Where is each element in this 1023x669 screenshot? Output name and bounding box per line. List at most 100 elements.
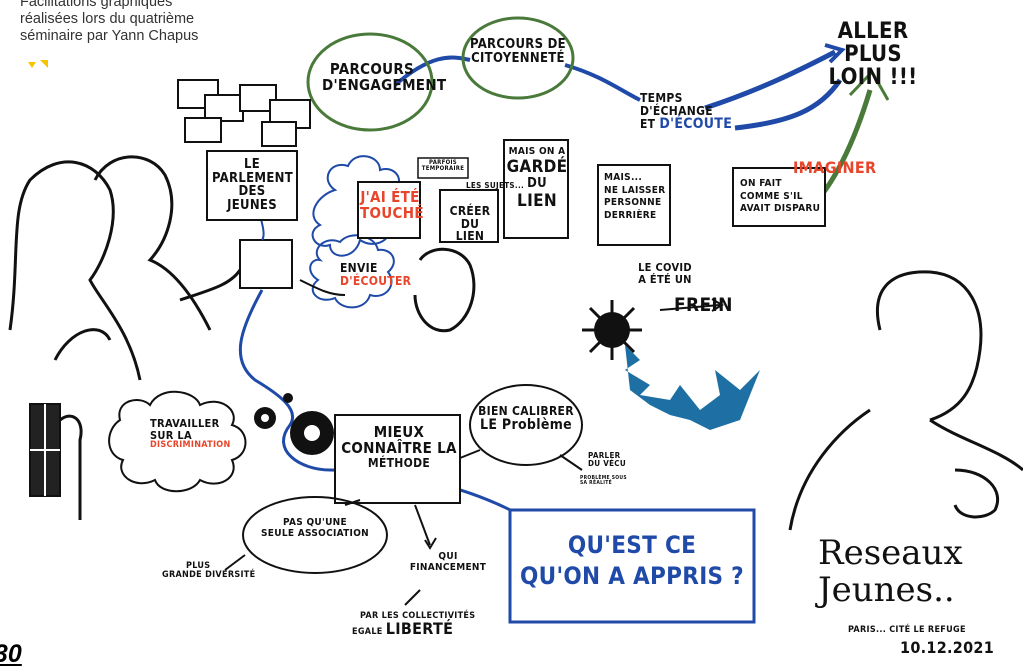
node-reseaux: Reseaux Jeunes..: [818, 533, 963, 611]
node-text: D'ENGAGEMENT: [322, 75, 447, 94]
node-text: AVAIT DISPARU: [740, 203, 821, 214]
node-text: COMME S'IL: [740, 190, 803, 202]
node-text: Reseaux: [818, 533, 963, 573]
node-text: ET: [640, 117, 656, 132]
node-text: DERRIÈRE: [604, 209, 657, 221]
node-text: PLUS: [186, 561, 211, 571]
node-small-note: PARFOIS TEMPORAIRE: [418, 159, 468, 173]
node-bien-calibrer: BIEN CALIBRER LE Problème: [478, 405, 574, 432]
node-qui-financement: QUI FINANCEMENT: [408, 551, 488, 573]
circle-engagement: [306, 32, 434, 132]
node-text: SEULE ASSOCIATION: [261, 527, 369, 539]
node-temps-echange: TEMPS D'ÉCHANGE ET D'ÉCOUTE: [640, 92, 750, 132]
person-left-2: [93, 155, 212, 331]
node-aller-plus-loin: ALLER PLUS LOIN !!!: [808, 20, 938, 89]
node-plus-diversite: PLUS GRANDE DIVERSITÉ: [162, 561, 256, 581]
node-text: DU: [527, 176, 547, 192]
node-text: PERSONNE: [604, 197, 662, 208]
arrow-aller-plus-loin: [704, 49, 837, 111]
node-text: MAIS...: [604, 172, 643, 183]
node-par-collectivites: PAR LES COLLECTIVITÉS EGALE LIBERTÉ: [352, 611, 475, 639]
gear-icon-tiny: [283, 393, 293, 403]
node-text: MÉTHODE: [367, 455, 431, 470]
gear-icon-small: [254, 407, 276, 429]
node-text: MIEUX: [373, 423, 425, 441]
node-text: LOIN !!!: [828, 65, 918, 91]
node-on-fait: ON FAIT COMME S'IL AVAIT DISPARU: [740, 178, 824, 216]
node-text: Jeunes..: [818, 570, 955, 611]
node-text: PARFOIS: [428, 159, 457, 166]
node-parler-vecu: PARLER DU VÉCU: [588, 451, 626, 469]
node-parcours-engagement: PARCOURS D'ENGAGEMENT: [322, 60, 447, 94]
node-text: ALLER PLUS: [837, 19, 909, 68]
node-envie: ENVIE D'ÉCOUTER: [340, 262, 411, 287]
node-creer-lien: CRÉER DU LIEN: [442, 205, 498, 243]
box-question: [508, 508, 756, 624]
node-text: LIEN: [517, 190, 557, 211]
person-window: [59, 414, 83, 520]
node-question: QU'EST CE QU'ON A APPRIS ?: [512, 530, 752, 592]
node-text: CRÉER DU: [449, 204, 491, 231]
node-text: LE PARLEMENT: [212, 157, 293, 186]
page-number: 30: [0, 640, 22, 668]
node-text: PARLER: [588, 451, 621, 460]
node-accent: DISCRIMINATION: [150, 440, 231, 451]
node-parlement: LE PARLEMENT DES JEUNES: [206, 150, 298, 221]
node-text: GRANDE DIVERSITÉ: [162, 570, 256, 581]
node-text: ON FAIT: [740, 178, 782, 189]
node-text: FINANCEMENT: [409, 561, 487, 573]
node-text: QUI: [438, 551, 458, 562]
covid-virus-icon: [582, 300, 642, 360]
node-text: MAIS ON A: [508, 146, 566, 157]
node-text: SUR LA: [150, 428, 192, 442]
node-text: PAS QU'UNE: [283, 517, 347, 528]
node-text: LIEN: [455, 229, 485, 244]
node-text: TEMPS D'ÉCHANGE: [640, 91, 713, 118]
caption-line-3: séminaire par Yann Chapus: [20, 28, 199, 44]
node-text: ENVIE: [340, 261, 378, 275]
node-mieux-connaitre: MIEUX CONNAÎTRE LA MÉTHODE: [340, 423, 458, 470]
cloud-travailler: [108, 390, 247, 493]
node-text: NE LAISSER: [604, 184, 666, 196]
yellow-marker-icon: [28, 62, 36, 68]
node-text: TEMPORAIRE: [421, 165, 465, 173]
node-text: PARCOURS: [329, 60, 415, 78]
node-pas-qu-une: PAS QU'UNE SEULE ASSOCIATION: [250, 517, 380, 539]
circle-pas-qu-une: [242, 496, 388, 574]
node-text: PARCOURS DE: [470, 37, 566, 52]
yellow-marker-icon-2: [40, 60, 48, 68]
node-accent: LIBERTÉ: [385, 619, 454, 639]
node-parcours-citoyennete: PARCOURS DE CITOYENNETÉ: [470, 38, 566, 65]
node-text: TRAVAILLER: [150, 417, 220, 430]
node-date: 10.12.2021: [900, 638, 995, 657]
node-accent: D'ÉCOUTER: [340, 273, 412, 288]
node-text: LE COVID: [638, 261, 692, 274]
caption-line-1: Facilitations graphiques: [20, 0, 173, 10]
node-text: QU'EST CE: [567, 531, 697, 559]
node-mais-ne-laisser: MAIS... NE LAISSER PERSONNE DERRIÈRE: [604, 172, 670, 222]
node-les-sujets: LES SUJETS...: [466, 181, 525, 190]
node-text: BIEN CALIBRER: [478, 404, 574, 418]
cloud-envie: [309, 234, 395, 309]
empty-square: [239, 239, 293, 289]
node-text: TOUCHÉ: [360, 203, 424, 222]
node-lieu: PARIS... CITÉ LE REFUGE: [848, 625, 966, 635]
node-text: DES JEUNES: [227, 184, 277, 213]
circle-bien-calibrer: [469, 384, 583, 466]
node-jai-ete-touche: J'AI ÉTÉ TOUCHÉ: [360, 188, 424, 222]
node-accent: D'ÉCOUTE: [659, 116, 733, 133]
node-text: GARDÉ: [506, 156, 568, 177]
node-text: CITOYENNETÉ: [471, 50, 565, 66]
node-imaginer: IMAGINER: [793, 158, 877, 177]
node-text: PROBLÈME SOUS: [580, 475, 627, 481]
person-right: [875, 270, 983, 422]
node-text: A ÉTÉ UN: [638, 272, 692, 286]
gear-icon-large: [290, 411, 334, 455]
caption-line-2: réalisées lors du quatrième: [20, 11, 195, 27]
node-text: LE Problème: [480, 416, 572, 433]
node-text: CONNAÎTRE LA: [341, 438, 457, 457]
node-text: J'AI ÉTÉ: [360, 188, 420, 206]
node-text: QU'ON A APPRIS ?: [519, 562, 745, 591]
node-text: EGALE: [352, 627, 383, 638]
